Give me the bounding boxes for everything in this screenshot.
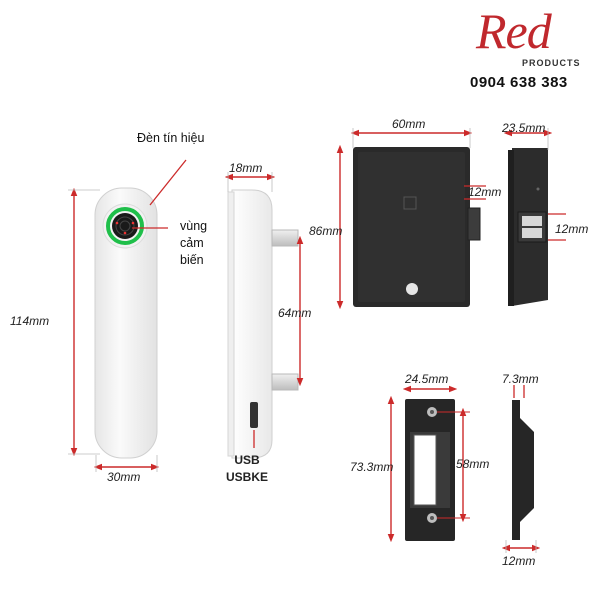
brand-logo: Red PRODUCTS 0904 638 383 bbox=[470, 2, 595, 97]
bolt-height-label: 12mm bbox=[555, 222, 589, 236]
sensor-area-line-3: biến bbox=[180, 253, 204, 267]
strike-depth-label: 7.3mm bbox=[502, 372, 539, 386]
indicator-callout-line bbox=[149, 159, 187, 206]
front-handle bbox=[94, 187, 158, 459]
phone-number: 0904 638 383 bbox=[470, 74, 568, 91]
sensor-area-label: vùng cảm biến bbox=[180, 218, 207, 269]
usb-label-line-2: USBKE bbox=[226, 470, 269, 484]
strike-inner-label: 58mm bbox=[456, 457, 490, 471]
usb-label: USB USBKE bbox=[226, 452, 268, 486]
sensor-area-line-2: cảm bbox=[180, 236, 204, 250]
strike-side bbox=[512, 400, 534, 540]
lock-side-depth-label: 23.5mm bbox=[502, 121, 546, 135]
lock-side bbox=[508, 148, 548, 306]
front-height-label: 114mm bbox=[10, 314, 50, 328]
sensor-area-line-1: vùng bbox=[180, 219, 208, 233]
usb-label-line-1: USB bbox=[234, 453, 260, 467]
side-depth-label: 18mm bbox=[229, 161, 263, 175]
strike-side-width-label: 12mm bbox=[502, 554, 536, 568]
side-spacing-label: 64mm bbox=[278, 306, 312, 320]
lock-body bbox=[353, 147, 481, 307]
strike-width-label: 24.5mm bbox=[405, 372, 449, 386]
logo-products-label: PRODUCTS bbox=[522, 58, 581, 68]
lock-width-label: 60mm bbox=[392, 117, 426, 131]
logo-wordmark: Red bbox=[476, 3, 552, 59]
side-profile bbox=[227, 189, 299, 459]
strike-height-label: 73.3mm bbox=[350, 460, 394, 474]
indicator-light-label: Đèn tín hiệu bbox=[137, 131, 205, 145]
strike-plate bbox=[405, 399, 455, 541]
bolt-offset-label: 12mm bbox=[468, 185, 502, 199]
lock-height-label: 86mm bbox=[309, 224, 343, 238]
front-width-label: 30mm bbox=[107, 470, 141, 484]
